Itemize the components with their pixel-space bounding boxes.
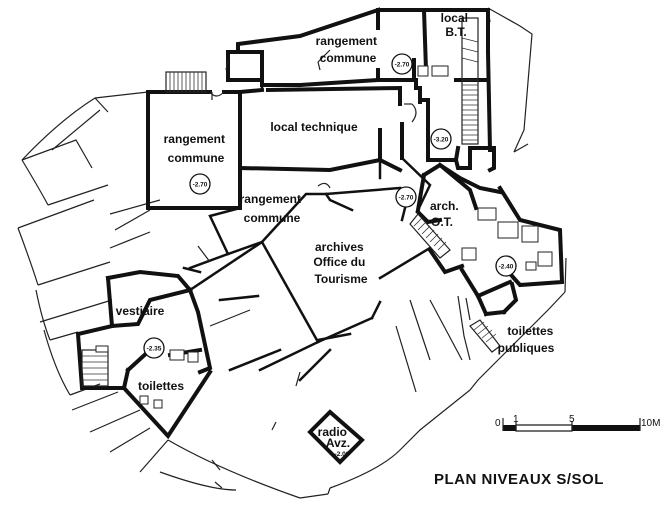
plan-title: PLAN NIVEAUX S/SOL [434, 471, 604, 488]
room-label-local-technique: local technique [270, 120, 358, 134]
interior-walls [182, 84, 432, 382]
scale-tick-5: 5 [569, 414, 575, 425]
secondary-lines [197, 49, 471, 431]
room-label-rangement-top: rangement commune [316, 34, 381, 65]
level-marker-rangement-left: -2.70 [189, 173, 211, 195]
room-label-rangement-mid: rangement commune [240, 192, 305, 225]
scale-bar: 0 1 5 10M [495, 414, 660, 432]
svg-text:-2.40: -2.40 [499, 264, 514, 271]
svg-text:-3.20: -3.20 [434, 137, 449, 144]
level-marker-rangement-top: -2.70 [391, 53, 413, 75]
stairs-arch [409, 213, 451, 259]
level-markers: -2.70 -2.70 -3.20 -2.70 -2.40 -2.35 -2.0… [143, 53, 517, 458]
room-label-archives: archives Office du Tourisme [313, 240, 368, 286]
level-marker-vestiaire: -2.35 [143, 337, 165, 359]
svg-text:-2.70: -2.70 [395, 62, 410, 69]
scale-tick-0: 0 [495, 418, 501, 429]
room-label-local-bt: local B.T. [441, 11, 472, 39]
scale-tick-1: 1 [513, 414, 519, 425]
fixtures [95, 65, 553, 409]
scale-tick-10: 10M [641, 418, 660, 429]
room-label-rangement-left: rangement commune [164, 132, 229, 165]
room-label-vestiaire: vestiaire [116, 304, 165, 318]
room-labels: local B.T. rangement commune rangement c… [116, 11, 557, 450]
level-marker-technique: -3.20 [430, 128, 452, 150]
room-label-radio: radio Avz. [318, 425, 351, 450]
stairs-vestiaire [81, 349, 109, 387]
room-label-toilettes-publiques: toilettes publiques [498, 324, 557, 355]
stairs-top [165, 71, 207, 93]
svg-text:-2.00: -2.00 [335, 451, 350, 458]
stairs-toilettes [469, 319, 501, 353]
level-marker-radio: -2.00 [335, 451, 350, 458]
level-marker-corridor: -2.70 [395, 186, 417, 208]
level-marker-toilettes-right: -2.40 [495, 255, 517, 277]
walls [75, 7, 565, 465]
svg-text:-2.70: -2.70 [399, 195, 414, 202]
room-label-arch-ot: arch. O.T. [430, 199, 462, 229]
svg-text:-2.70: -2.70 [193, 182, 208, 189]
stairs-right-vertical [461, 17, 479, 145]
svg-text:-2.35: -2.35 [147, 346, 162, 353]
room-label-toilettes-left: toilettes [138, 379, 184, 393]
